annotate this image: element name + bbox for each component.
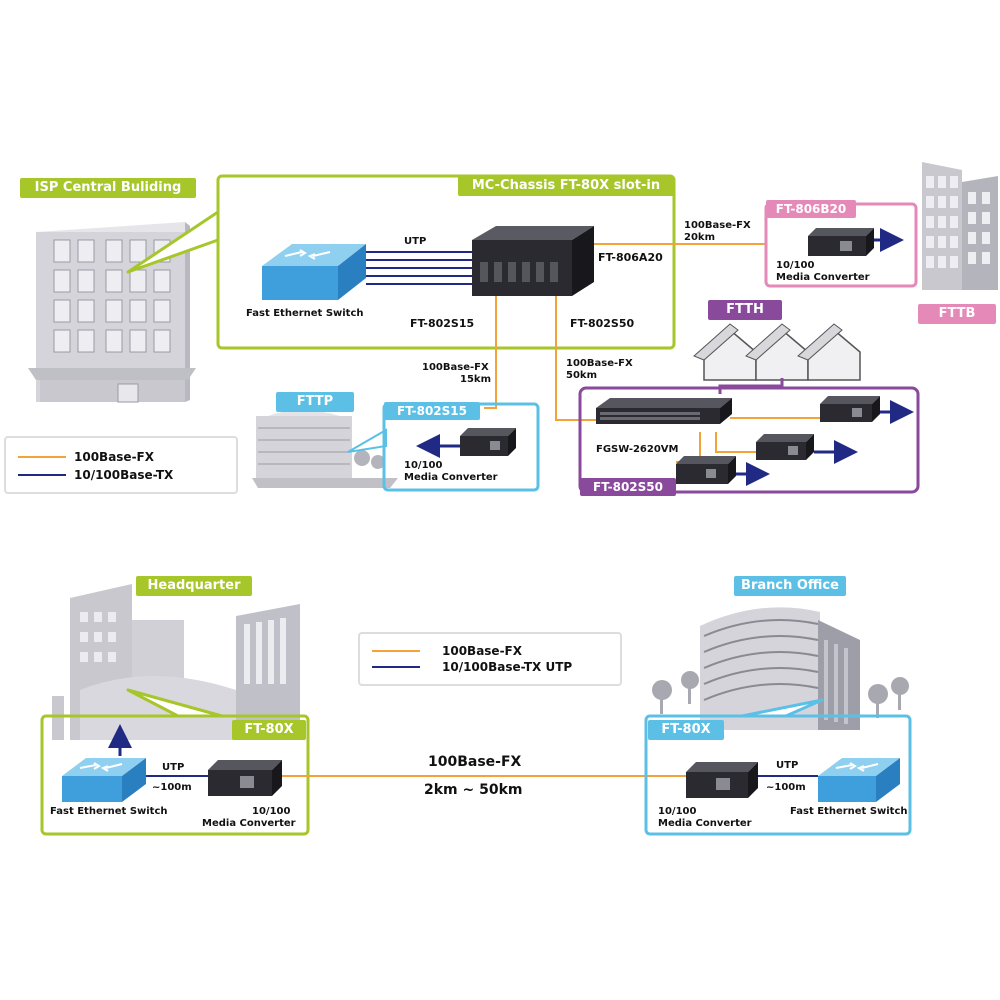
main-link-distance: 2km ~ 50km	[424, 782, 523, 798]
utp-label: UTP	[404, 236, 427, 247]
bottom-legend: 100Base-FX 10/100Base-TX UTP	[358, 632, 622, 686]
ftth-link-distance: 50km	[566, 370, 597, 381]
chassis-icon	[472, 226, 594, 296]
branch-box	[644, 714, 912, 836]
fttb-tag: FTTB	[918, 304, 996, 324]
fttp-box-tag: FT-802S15	[384, 402, 480, 420]
hq-box-tag: FT-80X	[232, 720, 306, 740]
hq-converter-line2: Media Converter	[202, 818, 296, 829]
fttb-converter-line2: Media Converter	[776, 272, 870, 283]
fttp-callout-pointer	[347, 428, 387, 453]
legend-utp-label: 10/100Base-TX	[74, 468, 174, 482]
branch-box-tag: FT-80X	[648, 720, 724, 740]
slot-s15-label: FT-802S15	[410, 317, 475, 330]
branch-switch-icon	[818, 758, 900, 802]
isp-central-building-tag: ISP Central Buliding	[20, 178, 196, 198]
branch-converter-line2: Media Converter	[658, 818, 752, 829]
fttp-tag: FTTP	[276, 392, 354, 412]
switch-icon	[262, 244, 366, 300]
bottom-legend-fiber-label: 100Base-FX	[442, 644, 523, 658]
ftth-box-tag: FT-802S50	[580, 478, 676, 496]
fttp-link-distance: 15km	[460, 374, 491, 385]
utp-links	[366, 251, 472, 285]
switch-label: Fast Ethernet Switch	[246, 308, 364, 319]
fttp-converter-line1: 10/100	[404, 460, 443, 471]
branch-utp-distance: ~100m	[766, 782, 806, 793]
fttp-link-type: 100Base-FX	[422, 362, 489, 373]
chassis-box	[216, 174, 676, 350]
hq-converter-icon	[208, 760, 282, 796]
branch-office-tag: Branch Office	[734, 576, 846, 596]
fttp-converter-line2: Media Converter	[404, 472, 498, 483]
headquarter-tag: Headquarter	[136, 576, 252, 596]
ftth-switch-icon	[596, 398, 732, 424]
ftth-callout-line	[718, 378, 784, 394]
branch-converter-icon	[686, 762, 758, 798]
fttb-link-type: 100Base-FX	[684, 220, 751, 231]
branch-building-icon	[652, 607, 909, 730]
fttb-converter-icon	[808, 228, 874, 256]
bottom-legend-utp-label: 10/100Base-TX UTP	[442, 660, 573, 674]
utp-swatch	[18, 474, 66, 476]
branch-utp-label: UTP	[776, 760, 799, 771]
fttb-converter-line1: 10/100	[776, 260, 815, 271]
hq-switch-icon	[62, 758, 146, 802]
bottom-utp-swatch	[372, 666, 420, 668]
fttp-building-icon	[252, 410, 398, 488]
hq-switch-label: Fast Ethernet Switch	[50, 806, 168, 817]
hq-utp-distance: ~100m	[152, 782, 192, 793]
legend-fiber-label: 100Base-FX	[74, 450, 155, 464]
ftth-switch-label: FGSW-2620VM	[596, 444, 679, 455]
ftth-converter-3-icon	[676, 456, 736, 484]
ftth-converter-1-icon	[820, 396, 880, 422]
ftth-box	[578, 386, 920, 494]
ftth-link-type: 100Base-FX	[566, 358, 633, 369]
fttb-buildings-icon	[922, 162, 998, 290]
chassis-tag: MC-Chassis FT-80X slot-in	[458, 176, 674, 196]
slot-s50-label: FT-802S50	[570, 317, 635, 330]
fttp-converter-icon	[460, 428, 516, 456]
chassis-model-label: FT-806A20	[598, 251, 663, 264]
hq-converter-line1: 10/100	[252, 806, 291, 817]
fttb-link-distance: 20km	[684, 232, 715, 243]
fiber-swatch	[18, 456, 66, 458]
main-link-type: 100Base-FX	[428, 754, 522, 770]
isp-callout-pointer	[126, 210, 220, 274]
hq-utp-label: UTP	[162, 762, 185, 773]
top-legend: 100Base-FX 10/100Base-TX	[4, 436, 238, 494]
branch-converter-line1: 10/100	[658, 806, 697, 817]
branch-switch-label: Fast Ethernet Switch	[790, 806, 908, 817]
isp-building-icon	[28, 222, 196, 403]
ftth-converter-2-icon	[756, 434, 814, 460]
ftth-tag: FTTH	[708, 300, 782, 320]
fttb-box-tag: FT-806B20	[766, 200, 856, 218]
bottom-fiber-swatch	[372, 650, 420, 652]
ftth-houses-icon	[693, 323, 861, 381]
